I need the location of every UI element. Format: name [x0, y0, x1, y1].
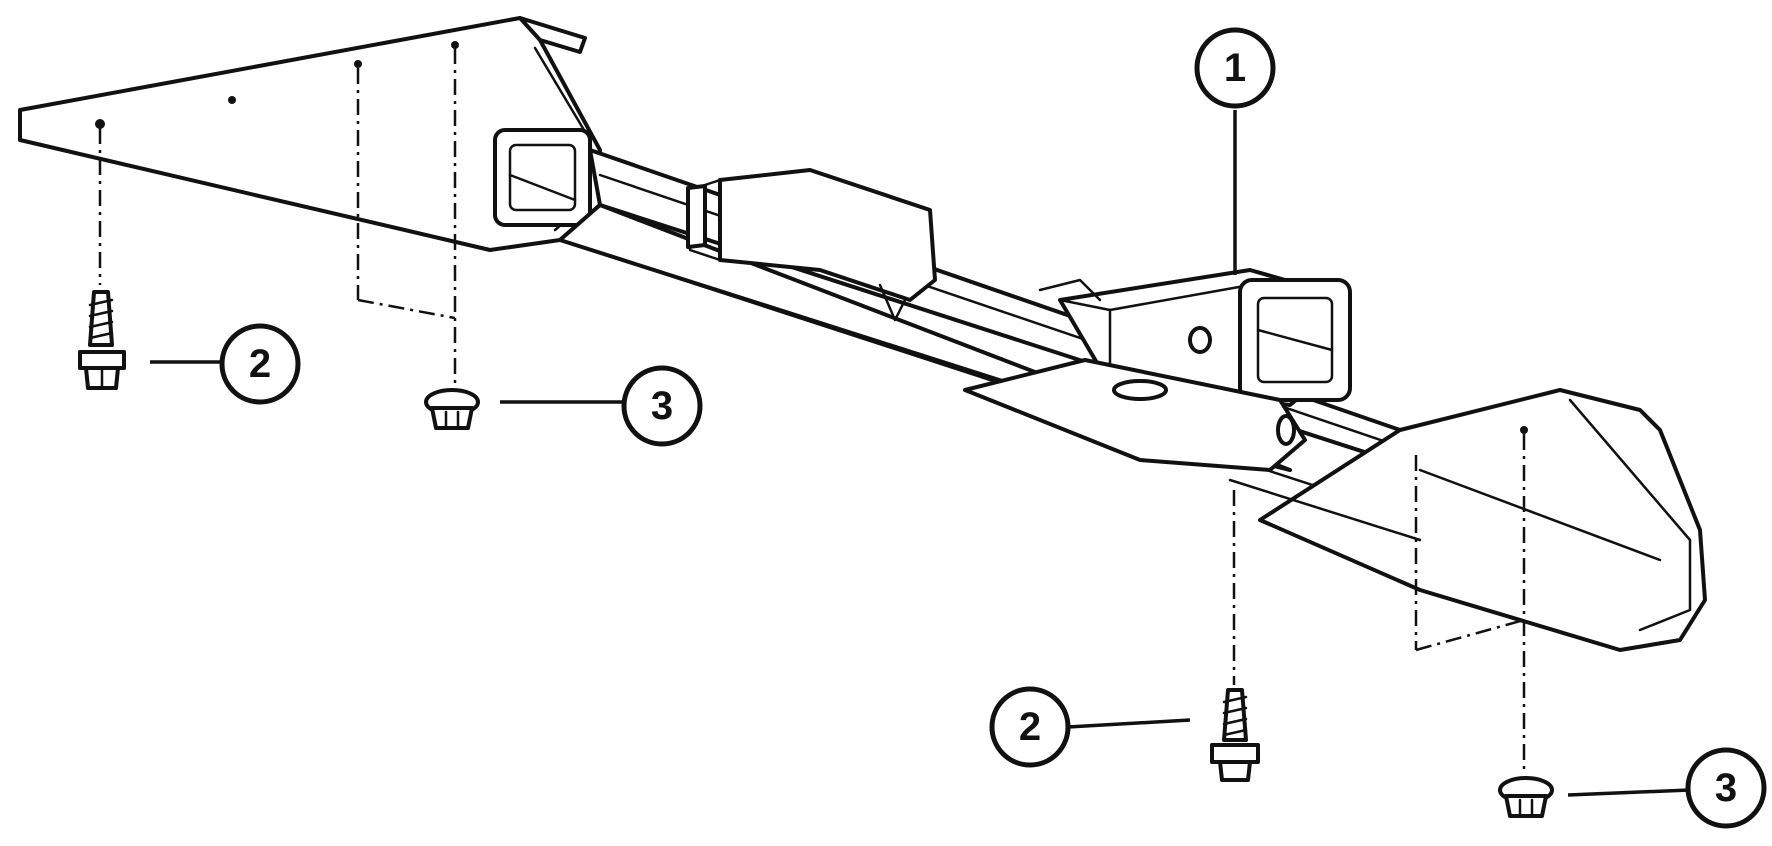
callout-2-left: 2	[219, 323, 301, 405]
callout-3-right: 3	[1685, 747, 1767, 829]
callout-2-left-label: 2	[249, 342, 271, 386]
assembly-center-lines	[98, 48, 1526, 775]
center-mount-bracket	[686, 168, 937, 322]
callout-2-right-label: 2	[1019, 705, 1041, 749]
callout-2-right: 2	[989, 686, 1071, 768]
callout-3b-leader	[1567, 788, 1691, 797]
right-nut	[1498, 776, 1554, 818]
right-bolt	[1210, 688, 1260, 782]
callout-1: 1	[1194, 27, 1276, 109]
callout-3-right-label: 3	[1715, 766, 1737, 810]
receiver-hitch	[963, 268, 1352, 472]
right-side-bracket	[1228, 388, 1707, 652]
left-nut	[424, 388, 480, 430]
callout-3-left: 3	[621, 365, 703, 447]
left-bolt	[78, 290, 126, 390]
callout-2b-leader	[1067, 718, 1191, 729]
callout-1-label: 1	[1224, 46, 1246, 90]
left-side-bracket	[18, 16, 602, 252]
callout-3-left-label: 3	[651, 384, 673, 428]
